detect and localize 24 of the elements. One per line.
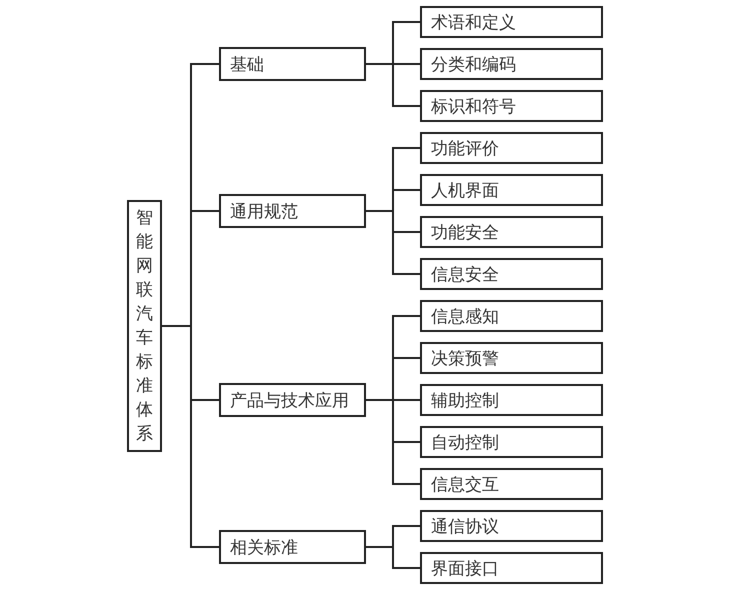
item-box: 人机界面 — [420, 174, 603, 206]
item-box: 辅助控制 — [420, 384, 603, 416]
category-box: 相关标准 — [219, 530, 366, 564]
item-box: 功能评价 — [420, 132, 603, 164]
item-box: 分类和编码 — [420, 48, 603, 80]
item-box: 标识和符号 — [420, 90, 603, 122]
root-box: 智能网联汽车标准体系 — [127, 200, 162, 452]
item-box: 信息感知 — [420, 300, 603, 332]
item-box: 信息交互 — [420, 468, 603, 500]
item-box: 界面接口 — [420, 552, 603, 584]
item-box: 决策预警 — [420, 342, 603, 374]
connector-line — [162, 325, 219, 548]
item-box: 功能安全 — [420, 216, 603, 248]
connector-line — [366, 63, 420, 107]
item-box: 信息安全 — [420, 258, 603, 290]
category-box: 基础 — [219, 47, 366, 81]
connector-line — [366, 546, 420, 569]
item-box: 自动控制 — [420, 426, 603, 458]
item-box: 术语和定义 — [420, 6, 603, 38]
category-box: 产品与技术应用 — [219, 383, 366, 417]
connector-line — [366, 399, 420, 485]
item-box: 通信协议 — [420, 510, 603, 542]
category-box: 通用规范 — [219, 194, 366, 228]
connector-line — [366, 210, 420, 275]
